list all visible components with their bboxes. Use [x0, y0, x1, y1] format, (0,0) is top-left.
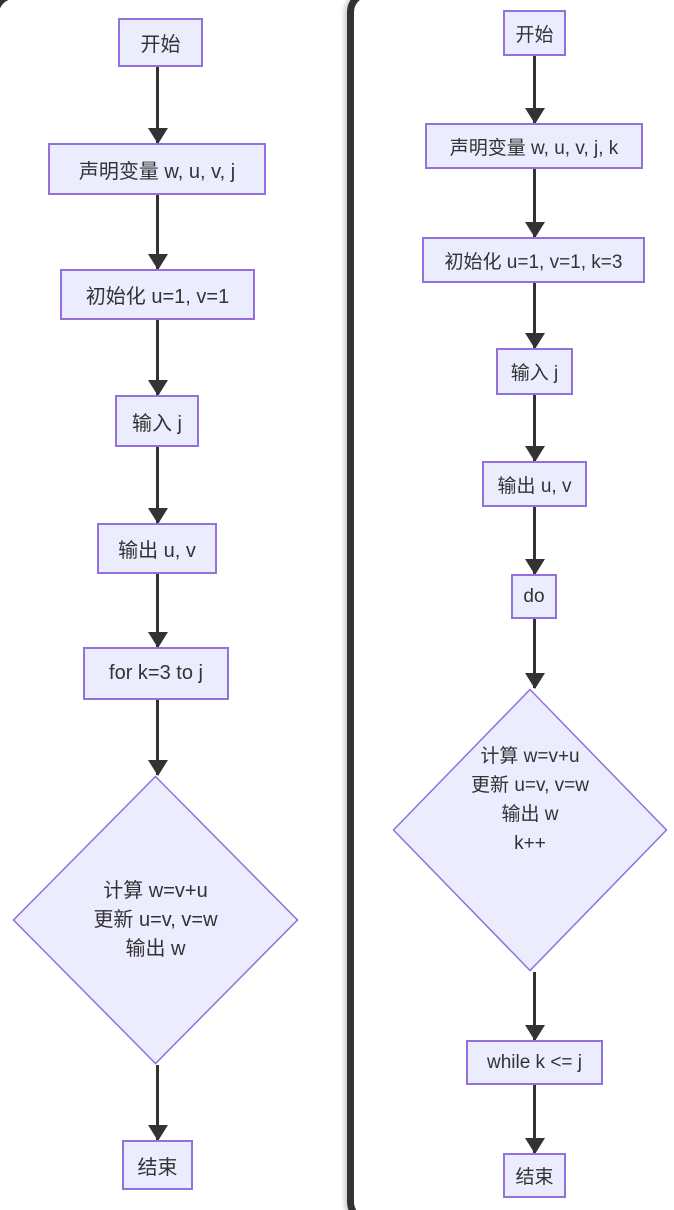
arrow-down-icon	[533, 283, 536, 348]
arrow-down-icon	[156, 1065, 159, 1140]
diamond-line: k++	[514, 833, 546, 854]
right-node-init: 初始化 u=1, v=1, k=3	[422, 237, 645, 283]
arrow-down-icon	[156, 700, 159, 775]
left-node-init: 初始化 u=1, v=1	[60, 269, 255, 320]
arrow-down-icon	[533, 169, 536, 237]
left-node-declare: 声明变量 w, u, v, j	[48, 143, 266, 195]
left-diamond-text: 计算 w=v+u 更新 u=v, v=w 输出 w	[12, 775, 299, 1065]
left-node-start: 开始	[118, 18, 203, 67]
right-decision-diamond: 计算 w=v+u 更新 u=v, v=w 输出 w k++	[392, 688, 668, 972]
arrow-down-icon	[156, 320, 159, 395]
arrow-down-icon	[533, 1085, 536, 1153]
right-node-end: 结束	[503, 1153, 566, 1198]
left-node-end: 结束	[122, 1140, 193, 1190]
right-node-input: 输入 j	[496, 348, 573, 395]
diamond-line: 更新 u=v, v=w	[93, 908, 218, 931]
arrow-down-icon	[533, 395, 536, 461]
diamond-line: 计算 w=v+u	[103, 879, 208, 902]
arrow-down-icon	[156, 574, 159, 647]
diamond-line: 计算 w=v+u	[480, 746, 580, 767]
left-decision-diamond: 计算 w=v+u 更新 u=v, v=w 输出 w	[12, 775, 299, 1065]
left-node-for-loop: for k=3 to j	[83, 647, 229, 700]
right-node-output: 输出 u, v	[482, 461, 587, 507]
left-node-input: 输入 j	[115, 395, 199, 447]
arrow-down-icon	[156, 195, 159, 269]
arrow-down-icon	[533, 507, 536, 574]
arrow-down-icon	[533, 619, 536, 688]
arrow-down-icon	[533, 56, 536, 123]
diamond-shape-icon	[12, 775, 299, 1065]
diamond-line: 输出 w	[501, 804, 559, 825]
right-node-start: 开始	[503, 10, 566, 56]
right-node-declare: 声明变量 w, u, v, j, k	[425, 123, 643, 169]
right-node-while: while k <= j	[466, 1040, 603, 1085]
arrow-down-icon	[156, 447, 159, 523]
diamond-shape-icon	[392, 688, 668, 972]
arrow-down-icon	[533, 972, 536, 1040]
right-diamond-text: 计算 w=v+u 更新 u=v, v=w 输出 w k++	[392, 688, 668, 972]
diamond-line: 输出 w	[125, 937, 186, 960]
arrow-down-icon	[156, 67, 159, 143]
left-node-output: 输出 u, v	[97, 523, 217, 574]
diamond-line: 更新 u=v, v=w	[471, 775, 589, 796]
right-node-do: do	[511, 574, 557, 619]
